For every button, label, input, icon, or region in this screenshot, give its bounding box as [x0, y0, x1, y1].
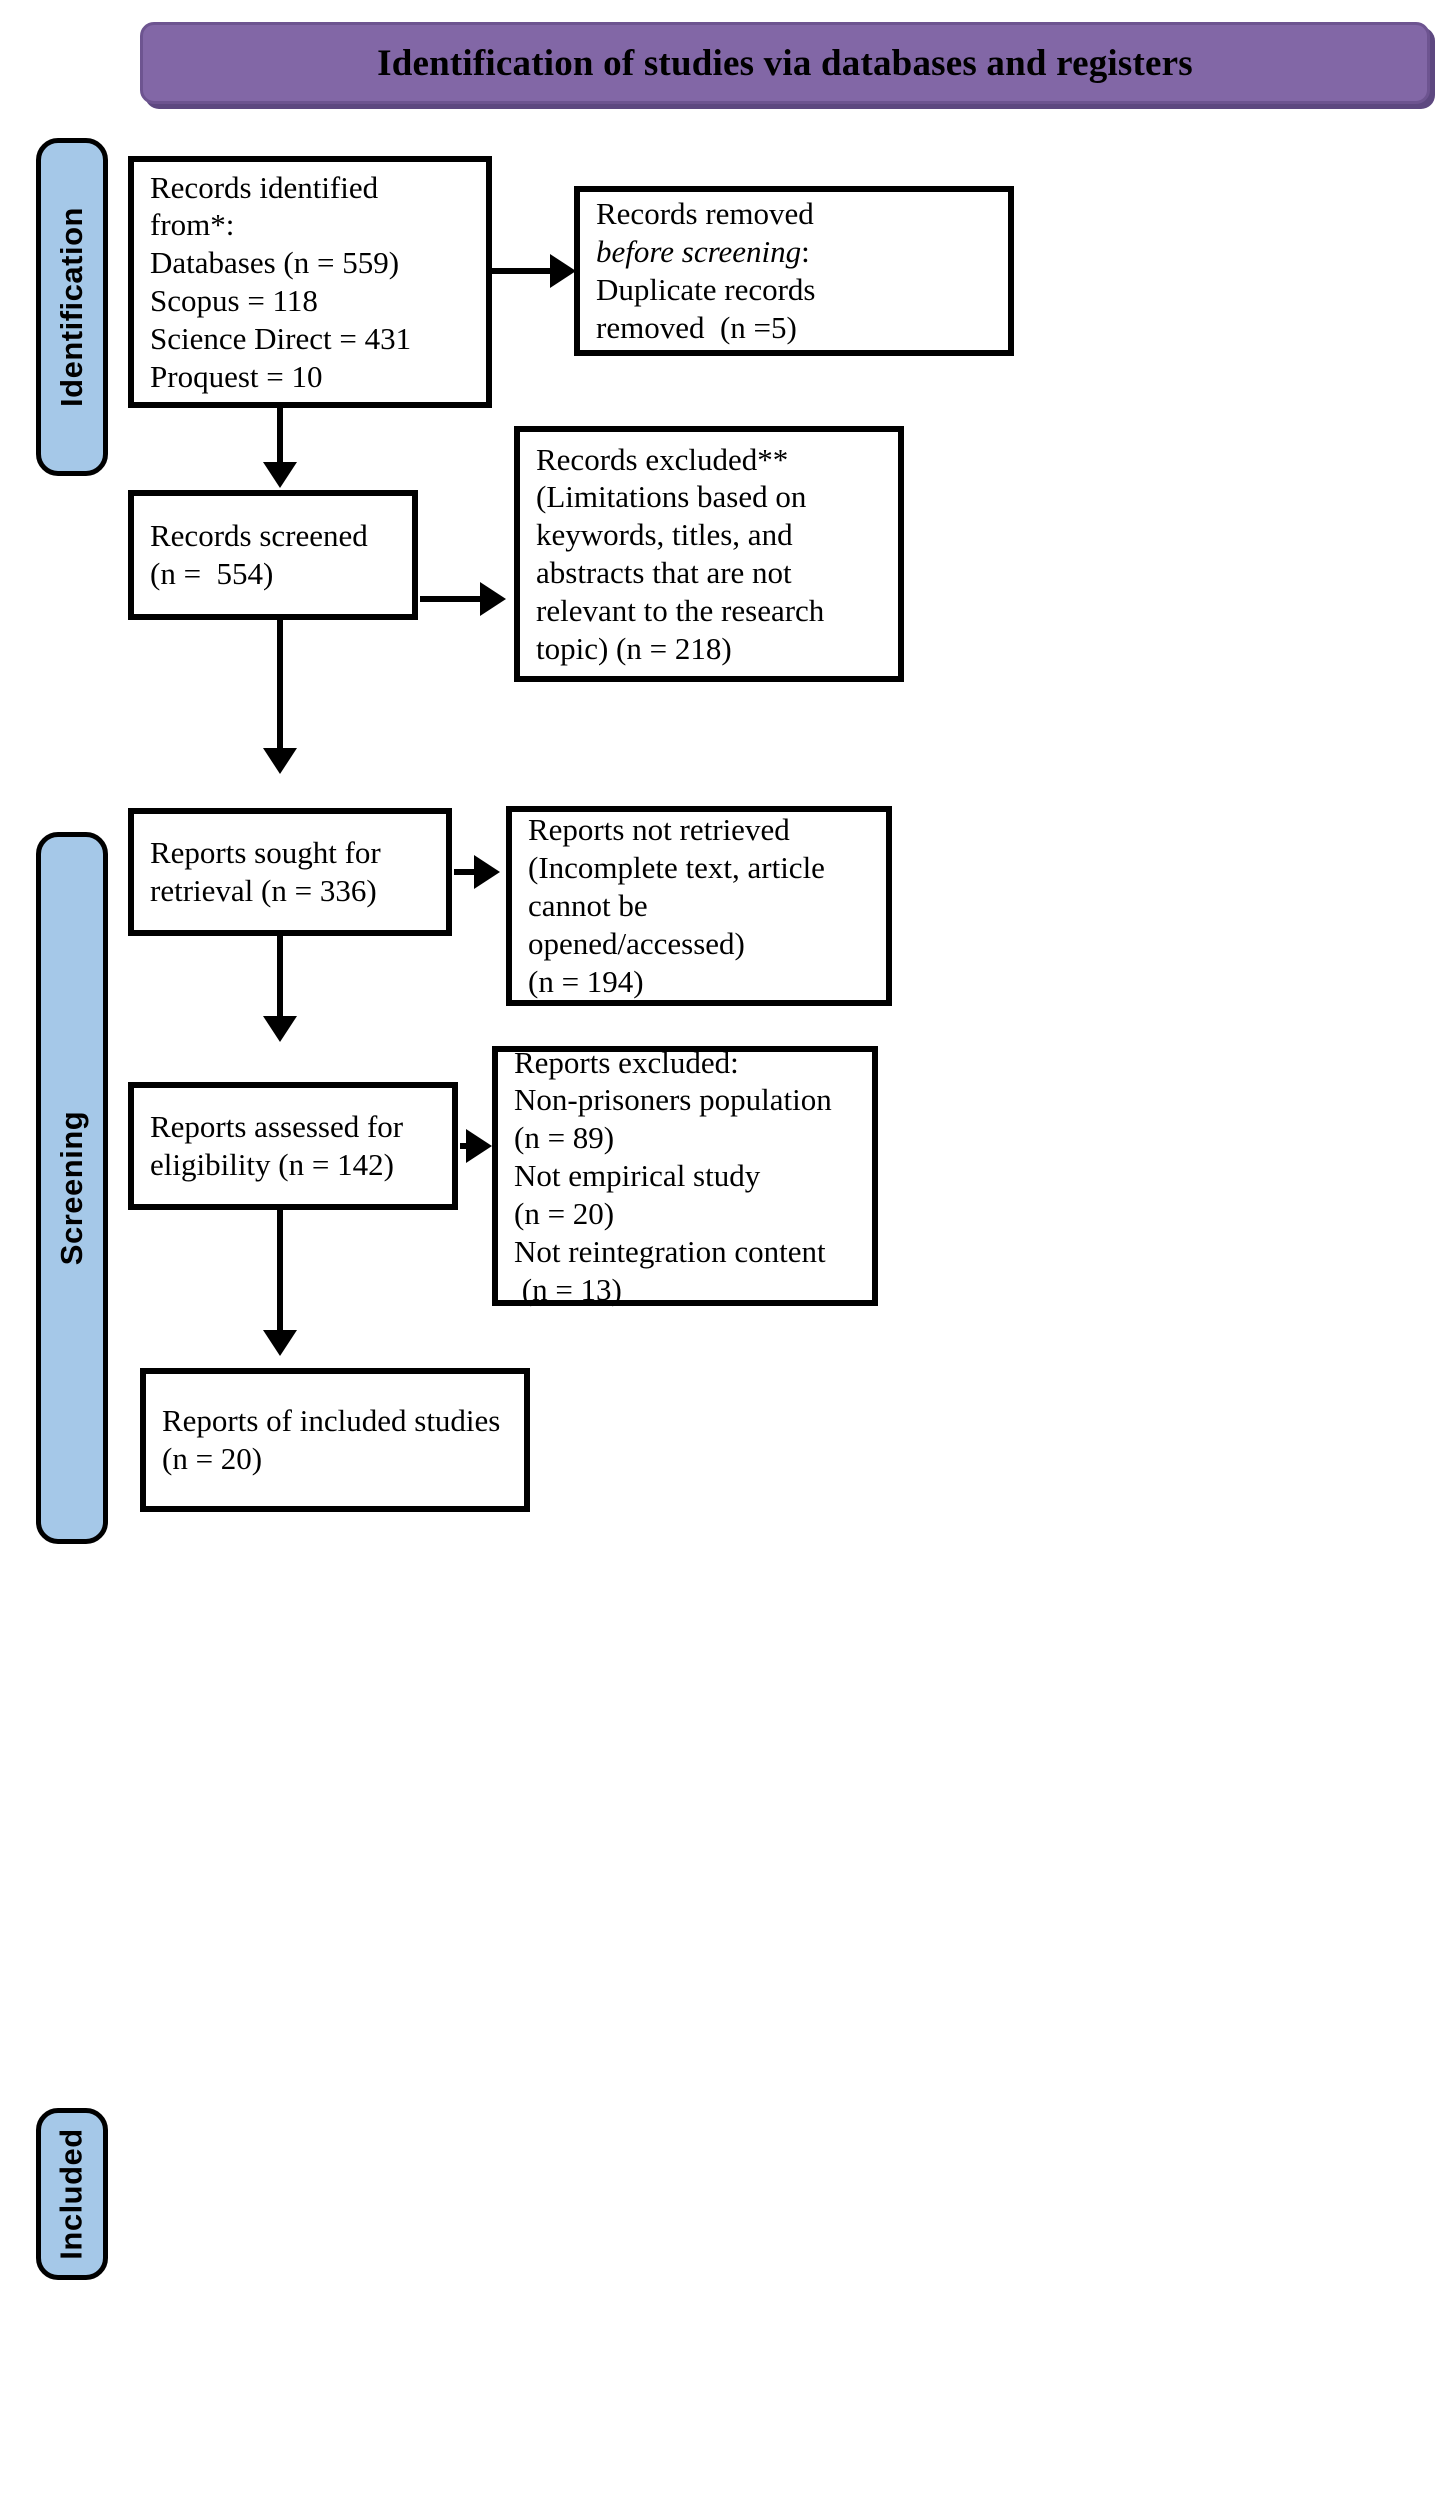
- text-line: from*:: [150, 207, 235, 243]
- text-line: Records screened: [150, 518, 368, 554]
- arrowhead-identified-to-screened: [263, 462, 297, 488]
- connector-identified-to-removed: [492, 268, 550, 274]
- box-reports-assessed-text: Reports assessed for eligibility (n = 14…: [150, 1108, 436, 1184]
- text-line: Reports of included studies: [162, 1403, 501, 1439]
- text-line: relevant to the research: [536, 592, 825, 628]
- text-line: Science Direct = 431: [150, 320, 412, 356]
- phase-label-included-text: Included: [54, 2128, 90, 2260]
- connector-sought-to-assessed: [277, 936, 283, 1018]
- text-line: opened/accessed): [528, 925, 745, 961]
- box-records-excluded-text: Records excluded** (Limitations based on…: [536, 441, 882, 668]
- phase-label-identification: Identification: [36, 138, 108, 476]
- arrowhead-screened-to-excluded: [480, 582, 506, 616]
- box-records-screened: Records screened (n = 554): [128, 490, 418, 620]
- diagram-header-banner: Identification of studies via databases …: [140, 22, 1430, 104]
- text-line: Reports sought for: [150, 835, 381, 871]
- box-reports-sought: Reports sought for retrieval (n = 336): [128, 808, 452, 936]
- box-records-identified: Records identified from*: Databases (n =…: [128, 156, 492, 408]
- text-line: Databases (n = 559): [150, 245, 400, 281]
- text-colon: :: [801, 234, 810, 270]
- text-line: cannot be: [528, 888, 648, 924]
- phase-label-identification-text: Identification: [54, 207, 90, 407]
- text-line: Proquest = 10: [150, 358, 323, 394]
- box-reports-assessed: Reports assessed for eligibility (n = 14…: [128, 1082, 458, 1210]
- text-line: Records excluded**: [536, 441, 789, 477]
- text-line: Records removed: [596, 196, 814, 232]
- arrowhead-assessed-to-included: [263, 1330, 297, 1356]
- connector-screened-to-sought: [277, 620, 283, 750]
- text-line: eligibility (n = 142): [150, 1147, 394, 1182]
- text-line: (n = 13): [514, 1271, 622, 1307]
- text-line: Duplicate records: [596, 272, 816, 307]
- arrowhead-sought-to-assessed: [263, 1016, 297, 1042]
- box-records-removed-text: Records removed before screening: Duplic…: [596, 195, 992, 346]
- text-emphasis: before screening: [596, 234, 802, 270]
- text-line: Scopus = 118: [150, 283, 318, 318]
- phase-label-screening-text: Screening: [54, 1110, 90, 1266]
- text-line: (n = 554): [150, 556, 274, 591]
- text-line: topic) (n = 218): [536, 630, 732, 666]
- connector-identified-to-screened: [277, 408, 283, 464]
- text-line: Reports excluded:: [514, 1044, 739, 1080]
- text-line: (Incomplete text, article: [528, 850, 825, 886]
- box-reports-included-text: Reports of included studies (n = 20): [162, 1402, 508, 1478]
- box-reports-not-retrieved-text: Reports not retrieved (Incomplete text, …: [528, 811, 870, 1000]
- box-reports-included: Reports of included studies (n = 20): [140, 1368, 530, 1512]
- arrowhead-identified-to-removed: [550, 254, 576, 288]
- text-line: Records identified: [150, 169, 379, 205]
- connector-screened-to-excluded: [420, 596, 482, 602]
- text-line: removed (n =5): [596, 309, 797, 345]
- connector-assessed-to-repexcluded: [460, 1143, 470, 1149]
- text-line: Reports not retrieved: [528, 812, 790, 848]
- box-reports-excluded-text: Reports excluded: Non-prisoners populati…: [514, 1044, 856, 1309]
- box-records-excluded: Records excluded** (Limitations based on…: [514, 426, 904, 682]
- diagram-title: Identification of studies via databases …: [377, 42, 1193, 84]
- text-line: abstracts that are not: [536, 555, 792, 590]
- text-line: Reports assessed for: [150, 1109, 404, 1145]
- text-line: (Limitations based on: [536, 479, 807, 515]
- text-line: retrieval (n = 336): [150, 873, 377, 908]
- text-line: keywords, titles, and: [536, 517, 793, 553]
- box-records-identified-text: Records identified from*: Databases (n =…: [150, 169, 470, 396]
- text-line: Non-prisoners population: [514, 1082, 832, 1118]
- text-line: Not reintegration content: [514, 1233, 826, 1269]
- box-reports-sought-text: Reports sought for retrieval (n = 336): [150, 834, 430, 910]
- text-line-italic: before screening:: [596, 233, 992, 271]
- box-reports-excluded: Reports excluded: Non-prisoners populati…: [492, 1044, 878, 1309]
- text-line: (n = 20): [162, 1441, 263, 1476]
- box-reports-not-retrieved: Reports not retrieved (Incomplete text, …: [506, 806, 892, 1006]
- box-records-removed: Records removed before screening: Duplic…: [574, 186, 1014, 356]
- text-line: Not empirical study: [514, 1158, 761, 1194]
- connector-sought-to-notretrieved: [454, 869, 476, 875]
- box-records-screened-text: Records screened (n = 554): [150, 517, 396, 593]
- text-line: (n = 194): [528, 963, 644, 999]
- phase-label-screening: Screening: [36, 832, 108, 1544]
- arrowhead-assessed-to-repexcluded: [466, 1129, 492, 1163]
- connector-assessed-to-included: [277, 1210, 283, 1332]
- arrowhead-sought-to-notretrieved: [474, 855, 500, 889]
- text-line: (n = 20): [514, 1195, 615, 1231]
- arrowhead-screened-to-sought: [263, 748, 297, 774]
- text-line: (n = 89): [514, 1120, 615, 1156]
- phase-label-included: Included: [36, 2108, 108, 2280]
